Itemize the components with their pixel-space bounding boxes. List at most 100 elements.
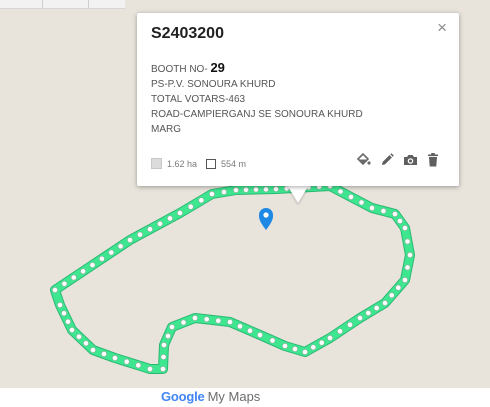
- polygon-vertex-handle: [112, 355, 118, 361]
- booth-number: 29: [210, 60, 225, 75]
- polygon-vertex-handle: [161, 342, 167, 348]
- polygon-vertex-handle: [382, 300, 388, 306]
- polygon-vertex-handle: [127, 237, 133, 243]
- polygon-vertex-handle: [318, 339, 325, 346]
- polygon-vertex-handle: [123, 358, 130, 365]
- polygon-vertex-handle: [192, 315, 198, 321]
- polygon-vertex-handle: [101, 351, 107, 357]
- polygon-vertex-handle: [302, 349, 308, 355]
- polygon-vertex-handle: [404, 264, 411, 271]
- polygon-vertex-handle: [80, 268, 86, 275]
- booth-line: BOOTH NO- 29: [151, 60, 441, 77]
- description-line-road: ROAD-CAMPIERGANJ SE SONOURA KHURD: [151, 109, 363, 120]
- booth-boundary-polygon[interactable]: [50, 181, 415, 374]
- polygon-vertex-handle: [137, 231, 143, 238]
- polygon-vertex-handle: [180, 319, 187, 326]
- description-line-marg: MARG: [151, 124, 181, 135]
- polygon-vertex-handle: [169, 324, 175, 330]
- polygon-vertex-handle: [221, 189, 227, 195]
- polygon-vertex-handle: [90, 347, 96, 353]
- polygon-vertex-handle: [215, 317, 222, 324]
- polygon-vertex-handle: [273, 186, 279, 192]
- polygon-vertex-handle: [61, 280, 68, 287]
- polygon-vertex-handle: [160, 354, 167, 360]
- perimeter-icon: [206, 158, 217, 169]
- polygon-vertex-handle: [373, 305, 380, 311]
- polygon-vertex-handle: [237, 323, 243, 330]
- polygon-vertex-handle: [357, 315, 363, 321]
- polygon-vertex-handle: [337, 188, 344, 195]
- polygon-vertex-handle: [380, 208, 387, 214]
- polygon-vertex-handle: [402, 277, 408, 283]
- polygon-vertex-handle: [388, 292, 395, 299]
- polygon-vertex-handle: [348, 194, 354, 200]
- map-footer: [0, 388, 490, 407]
- map-top-controls[interactable]: [0, 0, 125, 9]
- polygon-vertex-handle: [282, 343, 288, 349]
- polygon-vertex-handle: [233, 187, 239, 193]
- pencil-icon[interactable]: [380, 153, 394, 167]
- polygon-vertex-handle: [83, 340, 89, 347]
- camera-icon[interactable]: [403, 153, 418, 167]
- polygon-vertex-handle: [177, 210, 183, 216]
- polygon-vertex-handle: [89, 262, 96, 268]
- description-line-votars: TOTAL VOTARS-463: [151, 94, 246, 105]
- polygon-vertex-handle: [147, 226, 153, 233]
- polygon-vertex-handle: [52, 287, 58, 293]
- description-line-ps: PS-P.V. SONOURA KHURD: [151, 79, 276, 90]
- polygon-vertex-handle: [69, 327, 75, 333]
- my-maps-label: My Maps: [207, 389, 261, 404]
- info-window: S2403200 × BOOTH NO- 29 PS-P.V. SONOURA …: [137, 13, 459, 186]
- polygon-vertex-handle: [263, 186, 269, 193]
- polygon-vertex-handle: [117, 243, 124, 250]
- polygon-vertex-handle: [365, 310, 372, 316]
- perimeter-value: 554 m: [221, 158, 247, 169]
- polygon-vertex-handle: [347, 321, 353, 328]
- polygon-vertex-handle: [310, 344, 317, 351]
- booth-label: BOOTH NO-: [151, 64, 208, 75]
- polygon-vertex-handle: [160, 366, 166, 372]
- polygon-vertex-handle: [243, 186, 249, 193]
- polygon-vertex-handle: [70, 274, 77, 281]
- polygon-vertex-handle: [397, 218, 403, 224]
- polygon-vertex-handle: [404, 238, 411, 245]
- polygon-vertex-handle: [135, 362, 142, 369]
- polygon-vertex-handle: [392, 211, 398, 217]
- polygon-vertex-handle: [402, 225, 408, 231]
- close-icon[interactable]: ×: [437, 18, 447, 37]
- polygon-vertex-handle: [65, 318, 71, 325]
- fill-color-icon[interactable]: [356, 153, 371, 167]
- polygon-vertex-handle: [358, 199, 365, 206]
- polygon-vertex-handle: [257, 332, 263, 338]
- polygon-vertex-handle: [253, 186, 259, 193]
- measurement-row: 1.62 ha 554 m: [151, 158, 246, 169]
- feature-title: S2403200: [151, 25, 224, 42]
- polygon-vertex-handle: [165, 333, 171, 339]
- polygon-vertex-handle: [76, 333, 82, 340]
- polygon-vertex-handle: [227, 319, 233, 325]
- map-pin-icon[interactable]: [259, 208, 273, 230]
- polygon-vertex-handle: [198, 197, 205, 204]
- polygon-vertex-handles[interactable]: [52, 183, 413, 372]
- trash-icon[interactable]: [427, 153, 439, 167]
- polygon-vertex-handle: [327, 335, 333, 341]
- polygon-vertex-handle: [269, 337, 276, 344]
- polygon-vertex-handle: [203, 316, 210, 323]
- google-logo: Google: [161, 389, 205, 404]
- polygon-vertex-handle: [187, 203, 194, 210]
- polygon-vertex-handle: [337, 328, 343, 335]
- polygon-vertex-handle: [157, 220, 163, 227]
- polygon-vertex-handle: [167, 215, 173, 222]
- feature-actions: [356, 153, 439, 167]
- area-value: 1.62 ha: [167, 158, 198, 169]
- area-icon: [151, 158, 162, 169]
- polygon-vertex-handle: [57, 302, 63, 308]
- polygon-vertex-handle: [395, 284, 402, 291]
- feature-description: BOOTH NO- 29 PS-P.V. SONOURA KHURD TOTAL…: [151, 60, 441, 137]
- polygon-vertex-handle: [99, 255, 105, 262]
- polygon-vertex-handle: [247, 327, 253, 334]
- polygon-vertex-handle: [369, 205, 375, 211]
- polygon-vertex-handle: [108, 249, 115, 256]
